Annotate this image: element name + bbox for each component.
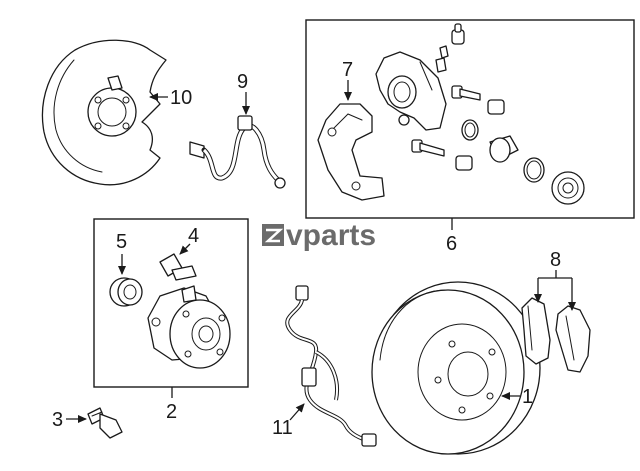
callout-2-label: 2	[166, 401, 177, 423]
caliper-bracket-part-7[interactable]	[317, 103, 385, 201]
callout-8-label: 8	[550, 249, 561, 271]
callout-10: 10	[149, 87, 192, 109]
brake-pad-outer[interactable]	[555, 305, 591, 373]
guide-pin-lower[interactable]	[411, 139, 473, 171]
callout-1-label: 1	[522, 386, 533, 408]
watermark: vparts	[262, 219, 376, 252]
callout-3: 3	[52, 409, 87, 431]
abs-sensor-wire-part-11[interactable]	[285, 285, 377, 447]
bleeder-screw[interactable]	[435, 23, 465, 73]
caliper-body[interactable]	[375, 51, 447, 131]
callout-7: 7	[342, 59, 353, 101]
callout-3-label: 3	[52, 409, 63, 431]
wheel-stud-part-4[interactable]	[159, 253, 197, 281]
piston-seal-1[interactable]	[461, 119, 479, 141]
callout-6: 6	[446, 218, 457, 255]
caliper-group-box	[305, 19, 635, 219]
callout-11-label: 11	[272, 417, 293, 439]
callout-1: 1	[501, 386, 533, 408]
callout-6-label: 6	[446, 233, 457, 255]
watermark-text: vparts	[286, 219, 376, 252]
callout-4: 4	[179, 225, 199, 255]
callout-5: 5	[116, 231, 127, 275]
callout-8: 8	[534, 249, 576, 311]
callout-9: 9	[237, 71, 250, 115]
guide-pin-upper[interactable]	[451, 85, 505, 115]
dust-shield-part-10[interactable]	[41, 39, 167, 186]
piston[interactable]	[489, 135, 519, 163]
brake-hose-part-9[interactable]	[189, 115, 286, 189]
hub-group-box	[93, 218, 249, 388]
callout-9-label: 9	[237, 71, 248, 93]
bearing-part-5[interactable]	[109, 277, 143, 307]
brake-pad-inner[interactable]	[521, 297, 551, 365]
callout-7-label: 7	[342, 59, 353, 81]
piston-boot[interactable]	[551, 171, 585, 205]
callout-4-label: 4	[188, 225, 199, 247]
callout-5-label: 5	[116, 231, 127, 253]
callout-2: 2	[166, 387, 177, 423]
hub-bolt-part-3[interactable]	[87, 407, 123, 439]
hub-assembly[interactable]	[147, 285, 231, 369]
callout-11: 11	[272, 403, 305, 439]
callout-10-label: 10	[170, 87, 192, 109]
piston-seal-2[interactable]	[523, 157, 545, 183]
brake-rotor-part-1[interactable]	[371, 281, 541, 455]
